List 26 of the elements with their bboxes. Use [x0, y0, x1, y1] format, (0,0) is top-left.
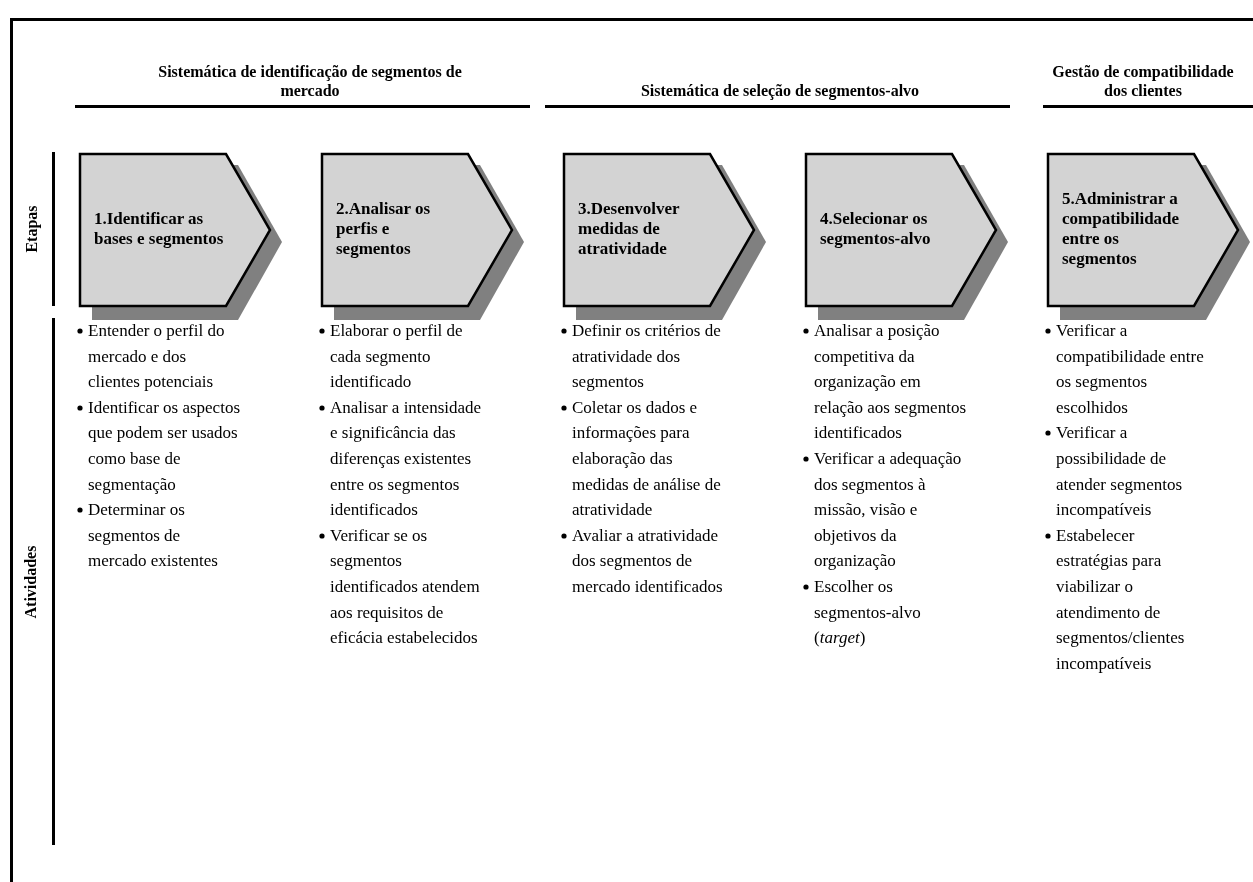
row-label: Atividades — [21, 545, 40, 618]
row-label: Etapas — [22, 205, 41, 253]
activity-text: Definir os critérios de atratividade dos segmentos — [572, 320, 722, 394]
section-heading: Gestão de compatibilidade dos clientes — [1051, 62, 1235, 100]
step-title: 3.Desenvolver medidas de atratividade — [578, 199, 681, 259]
activity-text: Coletar os dados e informações para elaboração das medidas de análise de atratividade — [572, 396, 722, 522]
activity-text: Verificar a adequação dos segmentos à missão, visão e objetivos da organização — [814, 447, 963, 573]
step-title: 4.Selecionar os segmentos-alvo — [820, 209, 932, 249]
activity-text: Analisar a intensidade e significância das diferenças existentes entre os segmentos identificados — [330, 396, 483, 522]
activity-text: Verificar se os segmentos identificados atendem aos requisitos de eficácia estabelecidos — [330, 524, 481, 650]
activity-text: Verificar a possibilidade de atender segmentos incompatíveis — [1056, 422, 1184, 522]
activity-text: Entender o perfil do mercado e dos clientes potenciais — [88, 320, 226, 394]
section-heading: Sistemática de seleção de segmentos-alvo — [640, 81, 920, 100]
activity-text: Avaliar a atratividade dos segmentos de mercado identificados — [572, 524, 724, 598]
section-heading: Sistemática de identificação de segmentos de mercado — [157, 62, 463, 100]
step-title: 2.Analisar os perfis e segmentos — [336, 199, 432, 259]
activity-text: Determinar os segmentos de mercado existentes — [88, 499, 219, 573]
activity-text: Estabelecer estratégias para viabilizar o atendimento de segmentos/clientes incompatíveis — [1056, 524, 1186, 675]
activity-text: Identificar os aspectos que podem ser usados como base de segmentação — [88, 396, 241, 496]
activity-text: Analisar a posição competitiva da organização em relação aos segmentos identificados — [814, 320, 967, 445]
activity-text: Verificar a compatibilidade entre os segmentos escolhidos — [1056, 320, 1205, 419]
step-title: 5.Administrar a compatibilidade entre os segmentos — [1062, 189, 1181, 269]
activity-text: Escolher os segmentos-alvo (target) — [814, 575, 922, 650]
step-chevron — [1046, 152, 1253, 322]
step-title: 1.Identificar as bases e segmentos — [94, 209, 225, 249]
activity-text: Elaborar o perfil de cada segmento identificado — [330, 320, 464, 394]
